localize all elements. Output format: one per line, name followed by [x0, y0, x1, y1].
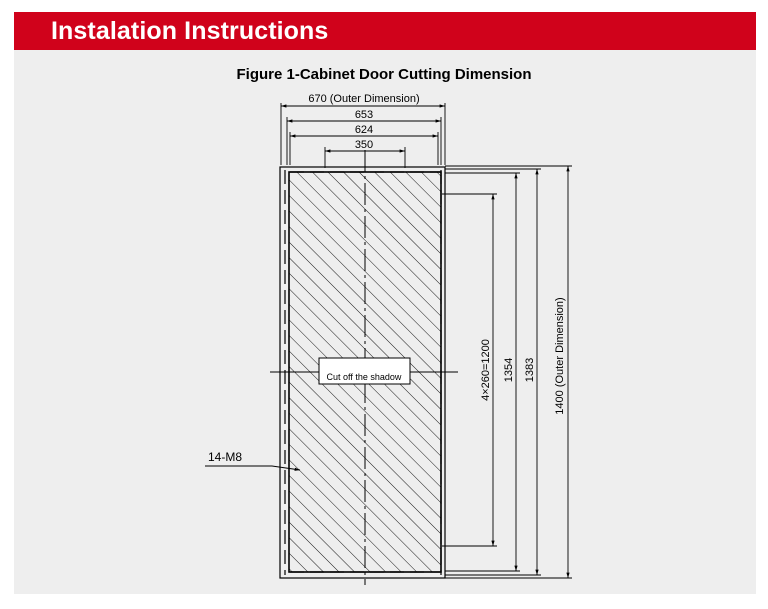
header-bar: Instalation Instructions	[14, 12, 756, 50]
bolt-callout-leader	[205, 465, 301, 471]
right-dimensions	[442, 165, 572, 579]
dim-width-350: 350	[355, 139, 373, 151]
dim-height-1383: 1383	[524, 358, 536, 382]
cut-note-box	[318, 357, 411, 385]
dim-height-1354: 1354	[503, 358, 515, 382]
figure-title: Figure 1-Cabinet Door Cutting Dimension	[236, 66, 532, 83]
dim-width-653: 653	[355, 109, 373, 121]
top-dimensions	[280, 103, 446, 168]
cut-note-label: Cut off the shadow	[327, 372, 402, 382]
page-title: Instalation Instructions	[51, 17, 329, 45]
dim-outer-width: 670 (Outer Dimension)	[308, 93, 419, 105]
dim-outer-height: 1400 (Outer Dimension)	[554, 297, 566, 414]
bolt-callout-label: 14-M8	[208, 450, 242, 464]
dim-hole-spacing: 4×260=1200	[480, 339, 492, 401]
dim-width-624: 624	[355, 124, 373, 136]
